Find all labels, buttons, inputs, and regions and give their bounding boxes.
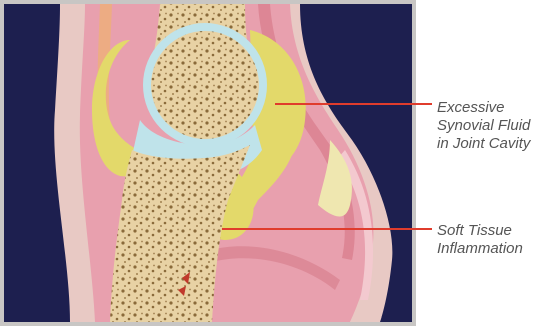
soft-tissue-inflammation-label: Soft Tissue Inflammation — [437, 222, 523, 258]
femur-condyle — [151, 31, 259, 139]
excessive-synovial-fluid-label: Excessive Synovial Fluid in Joint Cavity — [437, 99, 530, 153]
